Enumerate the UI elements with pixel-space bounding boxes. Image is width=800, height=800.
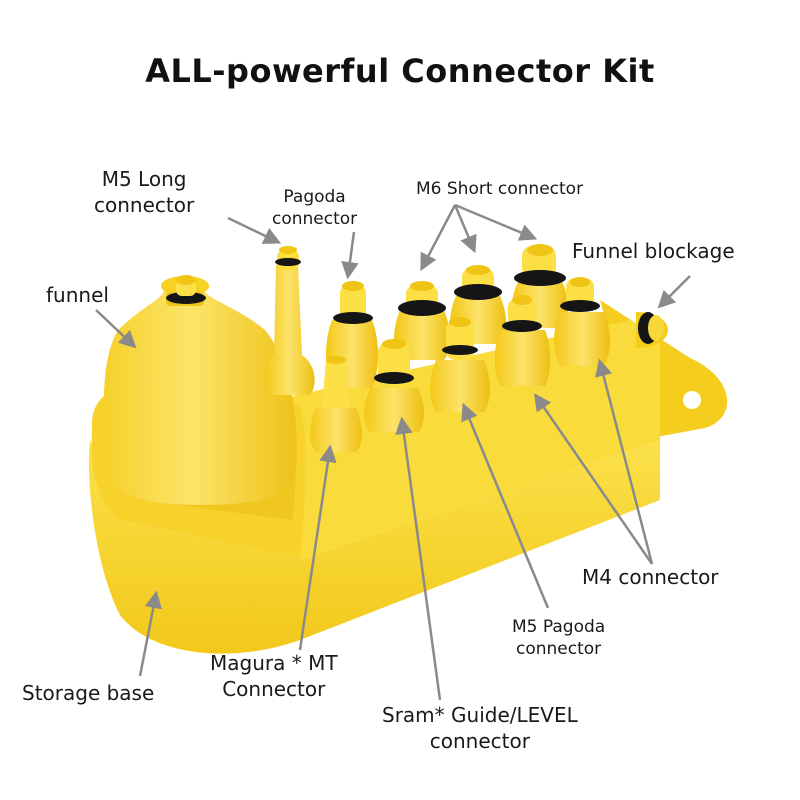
hanging-hole [683, 391, 701, 409]
leader-arrows [95, 203, 691, 701]
label-pagoda-line1: Pagoda [283, 187, 346, 207]
label-m5-long-connector: M5 Long connector [94, 166, 194, 218]
m4-connector-1 [494, 295, 551, 386]
label-m5-pagoda-connector: M5 Pagoda connector [512, 616, 605, 660]
label-magura-line1: Magura * MT [210, 651, 338, 675]
label-funnel-blockage: Funnel blockage [572, 239, 735, 263]
label-magura-line2: Connector [222, 677, 326, 701]
page-title: ALL-powerful Connector Kit [145, 52, 655, 90]
label-magura-mt-connector: Magura * MT Connector [210, 650, 338, 702]
label-m4-connector: M4 connector [582, 565, 719, 589]
label-m5-pagoda-line2: connector [516, 639, 602, 659]
label-m5-pagoda-line1: M5 Pagoda [512, 617, 606, 637]
funnel-oring [166, 292, 206, 304]
label-pagoda-line2: connector [272, 209, 358, 229]
m6-short-connector-2 [450, 265, 506, 344]
label-storage-base: Storage base [22, 681, 155, 705]
label-sram-connector: Sram* Guide/LEVEL connector [382, 702, 578, 754]
label-sram-line1: Sram* Guide/LEVEL [382, 703, 578, 727]
label-sram-line2: connector [429, 729, 530, 753]
label-pagoda-connector: Pagoda connector [272, 186, 357, 230]
m5-pagoda-connector [430, 317, 490, 412]
m5-long-connector [264, 246, 315, 395]
label-m5-long-line1: M5 Long [101, 167, 187, 191]
label-m6-short-connector: M6 Short connector [416, 179, 584, 199]
funnel [103, 275, 297, 505]
label-m5-long-line2: connector [94, 193, 195, 217]
m4-connector-2 [554, 277, 610, 366]
magura-mt-connector [310, 356, 362, 452]
label-funnel: funnel [46, 283, 109, 307]
funnel-blockage [636, 312, 668, 348]
